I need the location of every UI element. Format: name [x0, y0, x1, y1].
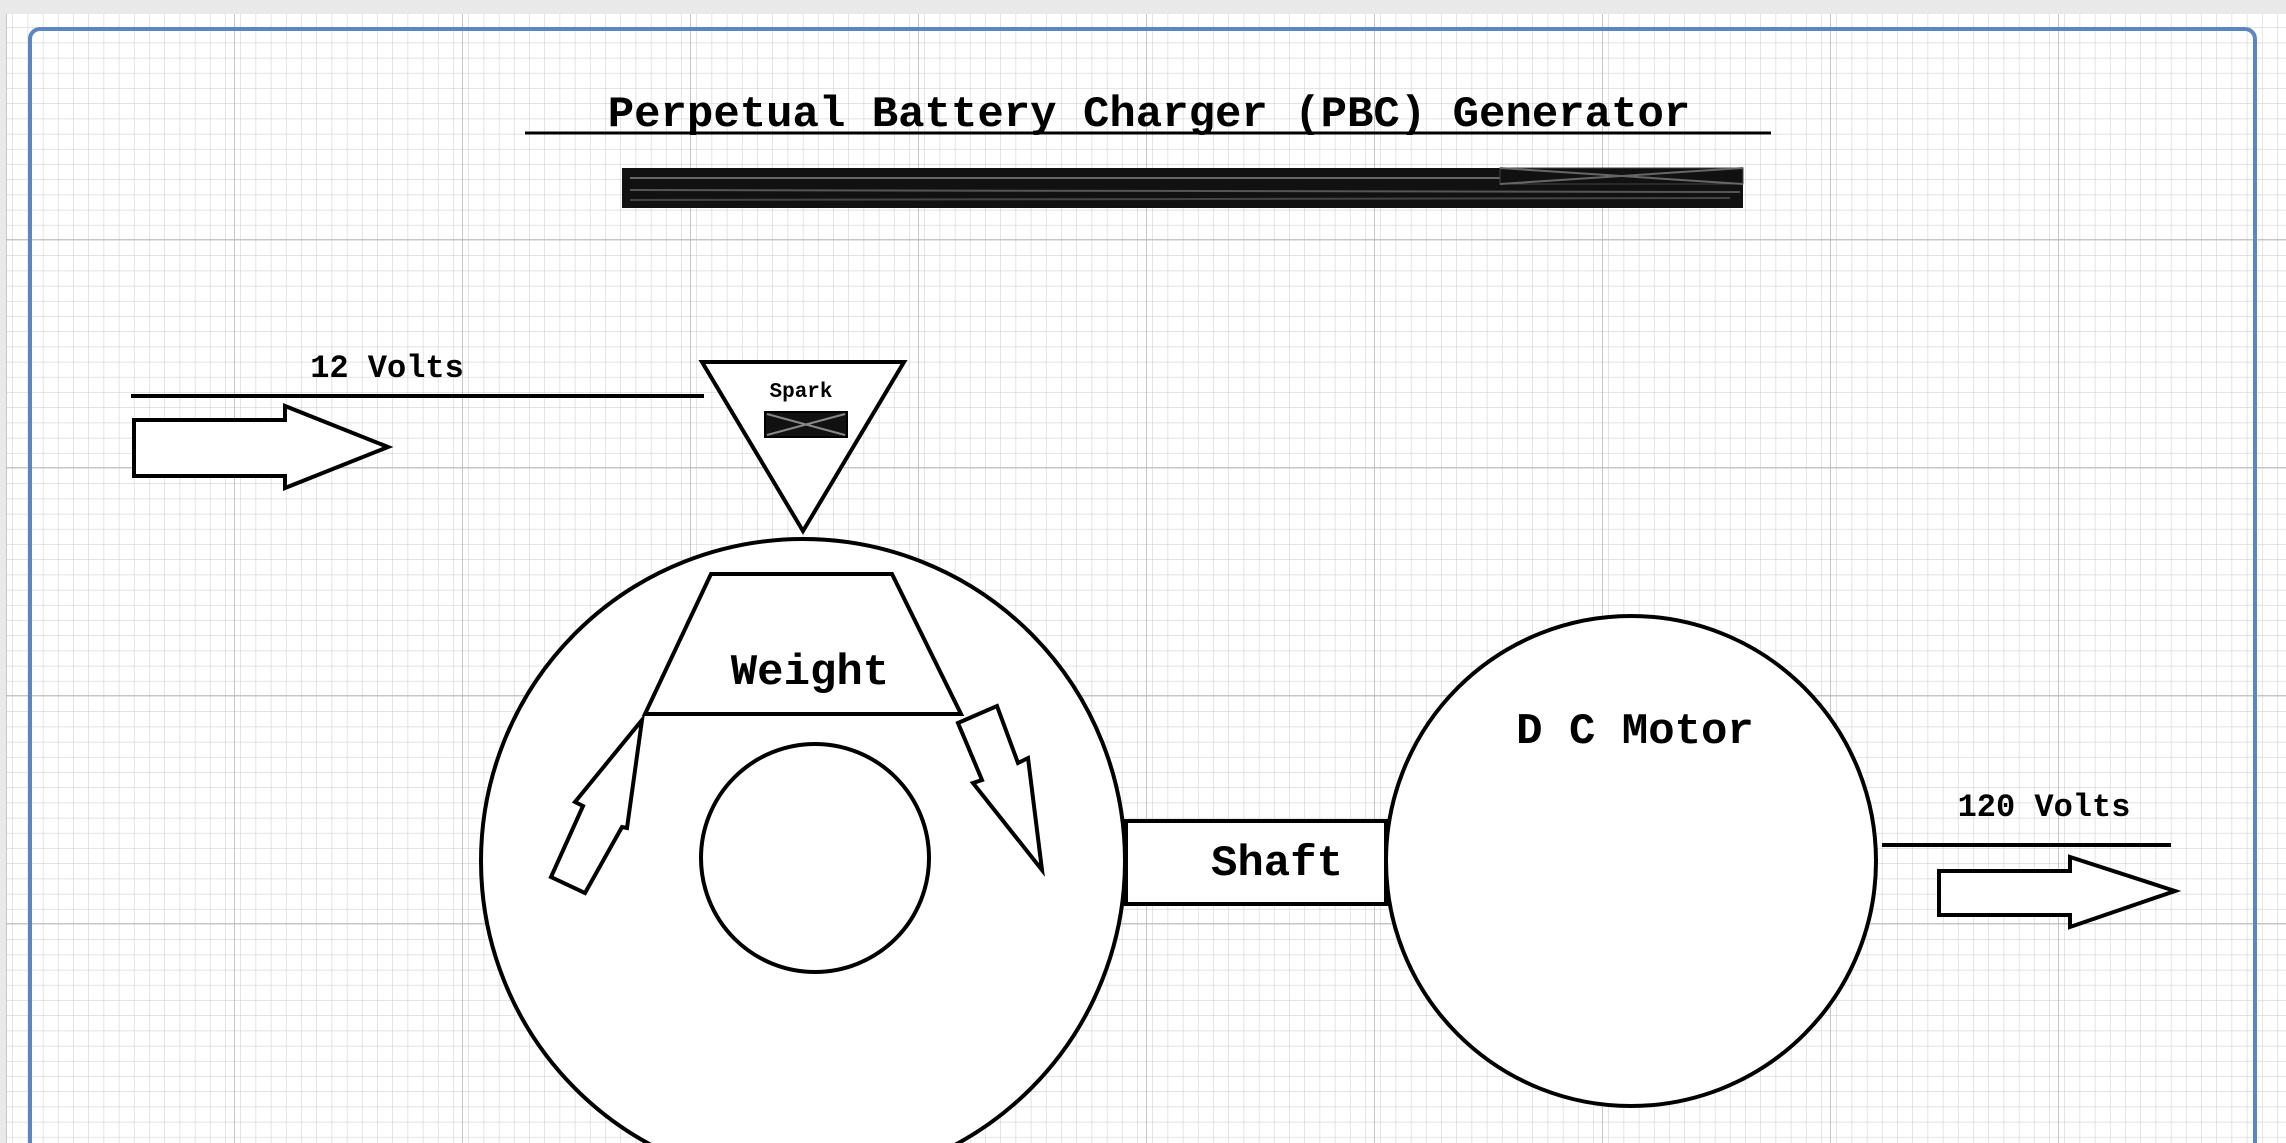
spark-triangle — [698, 360, 908, 535]
motor-label: D C Motor — [1516, 707, 1754, 757]
spark-plug-icon — [764, 411, 848, 438]
spark-label: Spark — [769, 381, 832, 404]
dc-motor — [1384, 614, 1878, 1108]
output-voltage-label: 120 Volts — [1958, 789, 2131, 826]
weight-label: Weight — [731, 648, 889, 698]
input-voltage-label: 12 Volts — [310, 350, 464, 387]
page-frame — [28, 27, 2257, 1143]
weight-block — [641, 572, 965, 716]
hub-circle — [699, 742, 931, 974]
output-arrow-icon — [1937, 854, 2182, 930]
shaft-label: Shaft — [1211, 839, 1343, 889]
rotation-arrow-down-icon — [955, 703, 1045, 877]
top-strip — [0, 0, 2286, 14]
redacted-bar — [622, 167, 1744, 208]
input-arrow-icon — [132, 403, 394, 491]
rotation-arrow-up-icon — [548, 713, 645, 896]
